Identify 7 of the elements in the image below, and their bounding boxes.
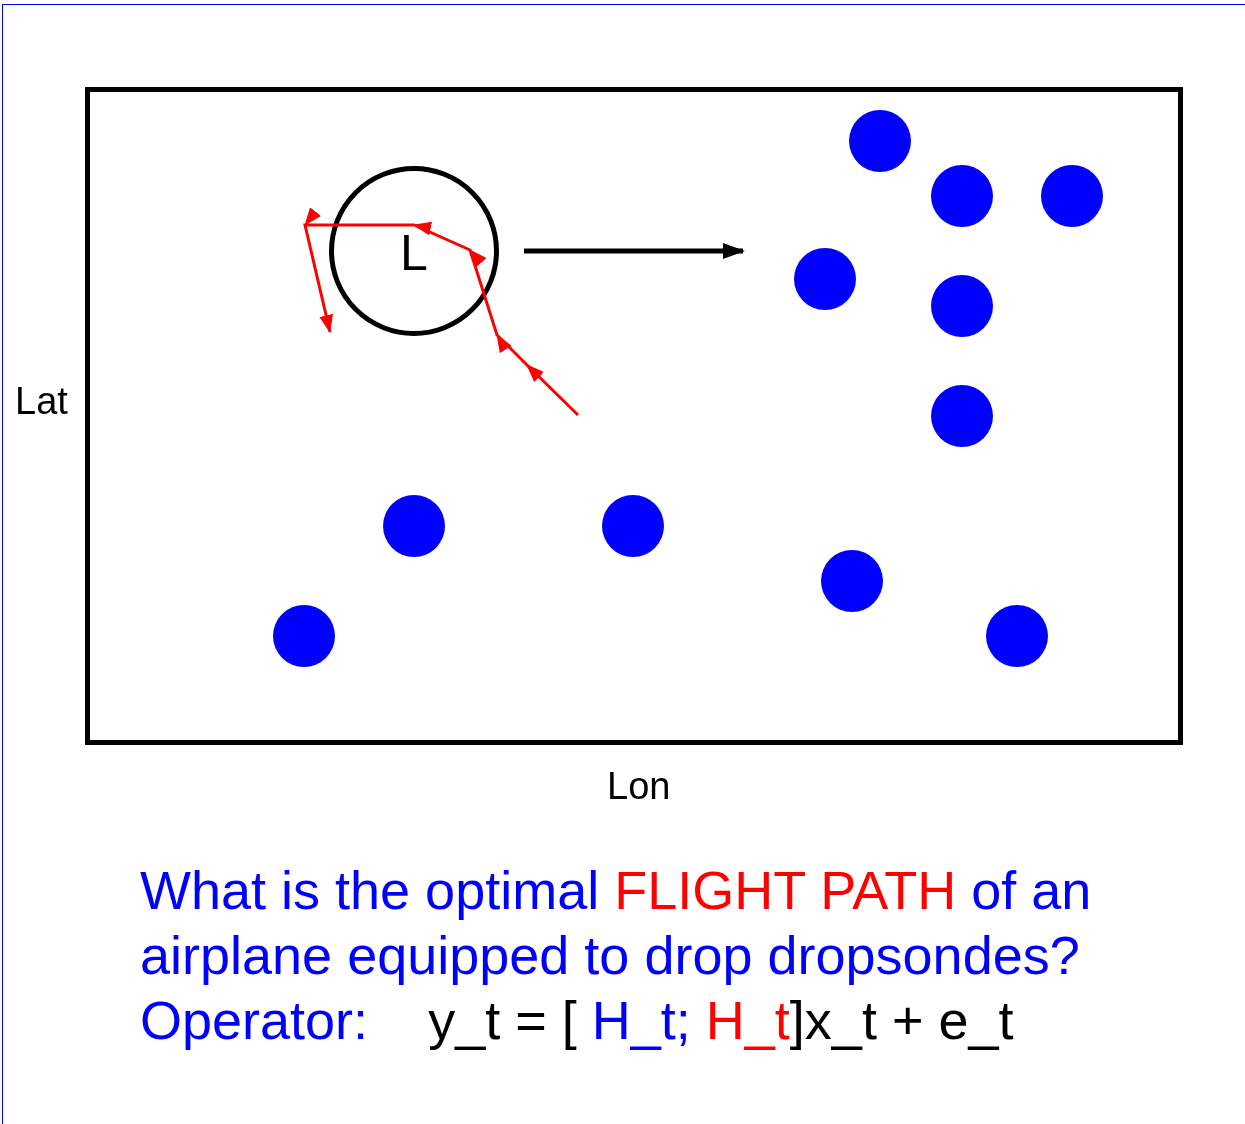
operator-equation: Operator: y_t = [ H_t; H_t]x_t + e_t [140, 989, 1015, 1052]
axis-label: Lon [607, 767, 671, 805]
low-pressure-circle [329, 166, 499, 336]
center-label: L [400, 228, 428, 278]
axis-label: Lat [15, 382, 68, 420]
map-frame [85, 87, 1183, 745]
question-text: What is the optimal FLIGHT PATH of an airplane equipped to drop dropsondes? [140, 859, 1093, 987]
